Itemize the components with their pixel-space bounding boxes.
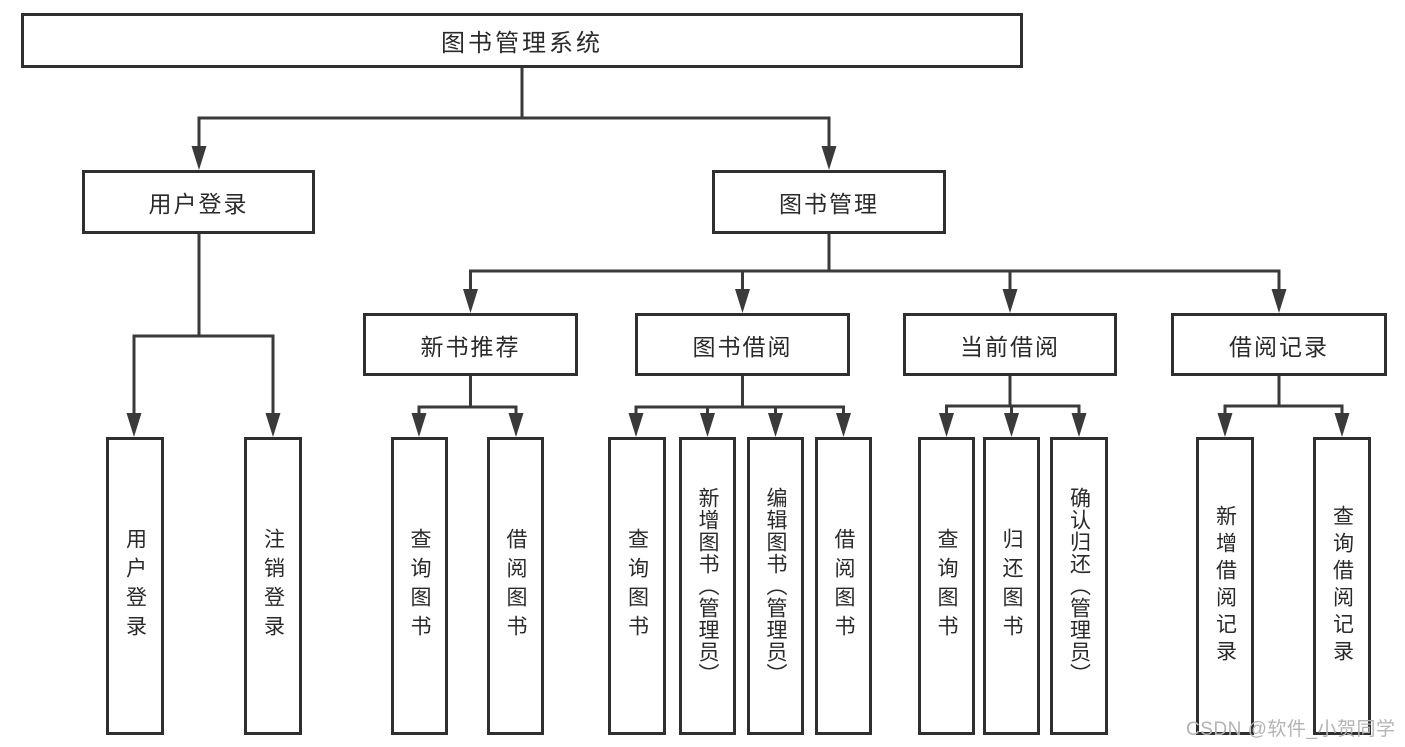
leaf-cb-confirm-return-admin: 确认归还（管理员） [1050, 437, 1108, 735]
leaf-user-login-label: 用户登录 [123, 528, 147, 644]
node-book-borrowing-label: 图书借阅 [692, 333, 793, 360]
leaf-br-add-record-label: 新增借阅记录 [1213, 505, 1237, 667]
node-new-book-recommend: 新书推荐 [363, 313, 578, 376]
leaf-bb-add-books-admin-label: 新增图书（管理员） [696, 487, 719, 685]
leaf-logout-label: 注销登录 [261, 528, 285, 644]
node-book-management-branch: 图书管理 [712, 170, 946, 234]
leaf-cb-return-books-label: 归还图书 [1000, 528, 1023, 644]
leaf-br-add-record: 新增借阅记录 [1196, 437, 1254, 735]
leaf-cb-confirm-return-admin-label: 确认归还（管理员） [1067, 487, 1091, 685]
leaf-user-login: 用户登录 [106, 437, 164, 735]
node-book-borrowing: 图书借阅 [635, 313, 850, 376]
node-root-label: 图书管理系统 [441, 30, 603, 57]
node-borrowing-records-label: 借阅记录 [1229, 333, 1329, 360]
leaf-bb-borrow-books: 借阅图书 [815, 437, 872, 735]
leaf-nb-borrow-books-label: 借阅图书 [504, 528, 527, 644]
leaf-bb-edit-books-admin-label: 编辑图书（管理员） [764, 487, 787, 685]
leaf-cb-query-books-label: 查询图书 [935, 528, 958, 644]
leaf-br-query-record-label: 查询借阅记录 [1330, 505, 1354, 667]
node-root: 图书管理系统 [21, 13, 1023, 68]
leaf-bb-query-books-label: 查询图书 [625, 528, 649, 644]
leaf-logout: 注销登录 [244, 437, 302, 735]
leaf-cb-query-books: 查询图书 [918, 437, 975, 735]
leaf-nb-query-books: 查询图书 [391, 437, 448, 735]
node-user-login-branch-label: 用户登录 [148, 191, 249, 217]
node-book-management-branch-label: 图书管理 [779, 191, 879, 217]
leaf-bb-query-books: 查询图书 [608, 437, 666, 735]
leaf-bb-edit-books-admin: 编辑图书（管理员） [747, 437, 804, 735]
leaf-bb-borrow-books-label: 借阅图书 [832, 528, 855, 644]
leaf-bb-add-books-admin: 新增图书（管理员） [679, 437, 736, 735]
node-user-login-branch: 用户登录 [82, 170, 315, 234]
node-borrowing-records: 借阅记录 [1171, 313, 1387, 376]
leaf-nb-borrow-books: 借阅图书 [487, 437, 544, 735]
node-current-borrowing-label: 当前借阅 [960, 333, 1060, 360]
csdn-watermark: CSDN @软件_小贺同学 [1186, 719, 1396, 740]
leaf-cb-return-books: 归还图书 [983, 437, 1040, 735]
node-current-borrowing: 当前借阅 [903, 313, 1117, 376]
leaf-nb-query-books-label: 查询图书 [408, 528, 431, 644]
node-new-book-recommend-label: 新书推荐 [420, 333, 521, 360]
leaf-br-query-record: 查询借阅记录 [1313, 437, 1371, 735]
